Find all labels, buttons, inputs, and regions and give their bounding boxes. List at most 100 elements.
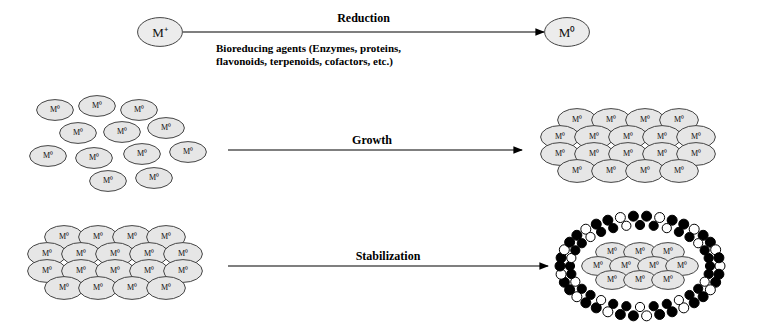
atom-symbol: M⁰ xyxy=(677,262,687,270)
atom-symbol: M⁰ xyxy=(178,250,188,258)
capping-bead xyxy=(635,220,644,229)
atom-symbol: M⁰ xyxy=(572,116,582,124)
capping-bead xyxy=(628,311,638,321)
metal-atom: M⁰ xyxy=(36,99,74,121)
metal-atom: M⁰ xyxy=(135,167,173,189)
capping-bead xyxy=(586,232,595,241)
atom-symbol: M⁰ xyxy=(691,133,701,141)
metal-atom: M⁰ xyxy=(75,147,113,169)
stabilization-arrow xyxy=(228,265,548,266)
metal-atom: M⁰ xyxy=(59,122,97,144)
capping-bead xyxy=(622,302,631,311)
reaction-arrow xyxy=(183,31,544,32)
atom-symbol: M⁰ xyxy=(635,276,645,284)
atom-symbol: M⁰ xyxy=(183,148,193,156)
metal-atom: M⁰ xyxy=(591,159,631,183)
atom-symbol: M⁰ xyxy=(127,284,137,292)
atom-symbol: M⁰ xyxy=(43,152,53,160)
capping-bead xyxy=(674,295,683,304)
atom-symbol: M⁰ xyxy=(178,267,188,275)
capping-bead xyxy=(655,213,665,223)
capping-bead xyxy=(649,302,658,311)
metal-atom: M⁰ xyxy=(169,141,207,163)
atom-symbol: M⁰ xyxy=(127,233,137,241)
ion-atom: M⁰ xyxy=(544,17,590,47)
capping-bead xyxy=(615,309,625,319)
atom-symbol: M⁰ xyxy=(606,116,616,124)
atom-symbol: M⁰ xyxy=(93,233,103,241)
step-label: Reduction xyxy=(335,11,392,26)
metal-atom: M⁰ xyxy=(78,95,116,117)
capping-bead xyxy=(655,309,665,319)
capping-bead xyxy=(704,253,713,262)
capping-bead xyxy=(662,224,671,233)
atom-symbol: M⁰ xyxy=(640,116,650,124)
growth-arrow xyxy=(228,149,522,150)
atom-symbol: M⁰ xyxy=(149,174,159,182)
capping-shell xyxy=(555,211,725,321)
atom-symbol: M⁰ xyxy=(555,150,565,158)
step-label: Stabilization xyxy=(356,250,421,264)
atom-symbol: M⁰ xyxy=(623,150,633,158)
capping-bead xyxy=(597,227,606,236)
metal-atom: M⁰ xyxy=(29,145,67,167)
atom-symbol: M⁰ xyxy=(110,250,120,258)
atom-symbol: M⁰ xyxy=(589,150,599,158)
metal-atom: M⁰ xyxy=(78,276,118,300)
atom-symbol: M⁰ xyxy=(572,167,582,175)
atom-symbol: M⁰ xyxy=(42,250,52,258)
capping-bead xyxy=(685,232,694,241)
atom-symbol: M⁰ xyxy=(559,26,576,39)
capping-bead xyxy=(685,290,694,299)
atom-symbol: M⁰ xyxy=(76,267,86,275)
metal-atom: M⁰ xyxy=(44,276,84,300)
capping-bead xyxy=(577,239,586,248)
capping-bead xyxy=(714,253,724,263)
capping-bead xyxy=(694,284,703,293)
atom-symbol: M⁰ xyxy=(110,267,120,275)
metal-atom: M⁰ xyxy=(625,159,665,183)
metal-atom: M⁰ xyxy=(147,117,185,139)
atom-symbol: M⁰ xyxy=(555,133,565,141)
atom-symbol: M⁰ xyxy=(623,133,633,141)
atom-symbol: M⁰ xyxy=(593,262,603,270)
atom-symbol: M⁰ xyxy=(621,262,631,270)
atom-symbol: M⁰ xyxy=(663,276,673,284)
metal-atom: M⁰ xyxy=(120,99,158,121)
capping-bead xyxy=(635,302,644,311)
atom-symbol: M⁰ xyxy=(144,267,154,275)
metal-atom: M⁰ xyxy=(557,159,597,183)
atom-symbol: M⁰ xyxy=(589,133,599,141)
metal-atom: M⁰ xyxy=(146,276,186,300)
atom-symbol: M⁰ xyxy=(144,250,154,258)
capping-bead xyxy=(674,227,683,236)
metal-atom: M⁰ xyxy=(103,121,141,143)
atom-symbol: M⁰ xyxy=(691,150,701,158)
atom-symbol: M⁰ xyxy=(50,106,60,114)
agent-note: Bioreducing agents (Enzymes, proteins, f… xyxy=(216,42,412,67)
metal-atom: M⁰ xyxy=(659,159,699,183)
atom-symbol: M⁰ xyxy=(607,248,617,256)
capping-bead xyxy=(642,211,652,221)
atom-symbol: M⁰ xyxy=(161,124,171,132)
capping-bead xyxy=(609,224,618,233)
atom-symbol: M⁰ xyxy=(649,262,659,270)
capping-bead xyxy=(615,213,625,223)
atom-symbol: M⁰ xyxy=(657,150,667,158)
atom-symbol: M⁰ xyxy=(93,284,103,292)
atom-symbol: M⁰ xyxy=(674,116,684,124)
atom-symbol: M⁰ xyxy=(89,154,99,162)
metal-atom: M⁰ xyxy=(89,170,127,192)
atom-symbol: M⁰ xyxy=(42,267,52,275)
atom-symbol: M⁰ xyxy=(134,106,144,114)
atom-symbol: M⁰ xyxy=(92,102,102,110)
metal-atom: M⁰ xyxy=(123,143,161,165)
atom-symbol: M⁰ xyxy=(674,167,684,175)
capping-bead xyxy=(642,311,652,321)
capping-bead xyxy=(609,299,618,308)
capping-bead xyxy=(628,211,638,221)
atom-symbol: M⁰ xyxy=(59,233,69,241)
atom-symbol: M⁰ xyxy=(607,276,617,284)
metal-atom: M⁰ xyxy=(651,270,685,290)
atom-symbol: M⁺ xyxy=(152,26,168,39)
